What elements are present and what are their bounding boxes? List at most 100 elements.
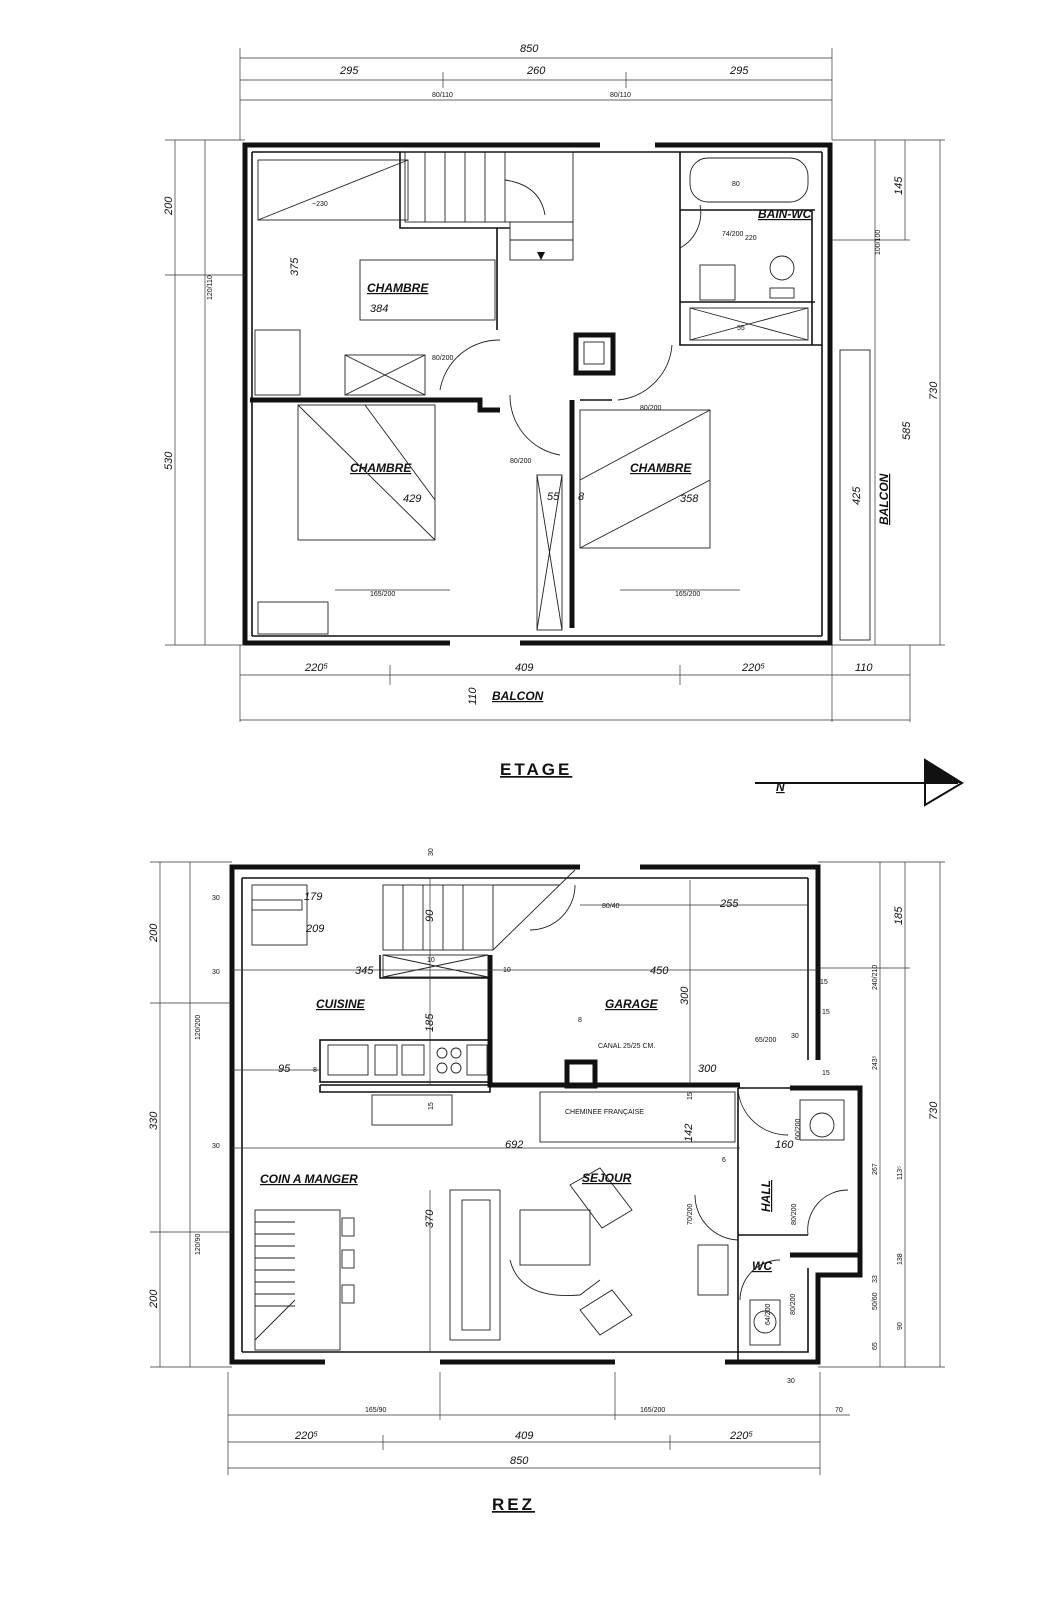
dim-label: 70/200 bbox=[687, 1203, 694, 1225]
rez-dining-table bbox=[254, 1209, 355, 1351]
rez-dim-bottom-right: 220⁵ bbox=[729, 1430, 753, 1442]
dim-label: 160 bbox=[775, 1139, 794, 1151]
etage-balcon-south: BALCON bbox=[492, 689, 544, 703]
etage-door-mark: 74/200 bbox=[722, 231, 744, 238]
rez-walls bbox=[229, 864, 863, 1365]
rez-stair bbox=[382, 869, 576, 978]
room-chambre-2-area: 429 bbox=[403, 493, 421, 505]
etage-dim-mid: 260 bbox=[526, 65, 546, 77]
dim-label: 300 bbox=[698, 1063, 717, 1075]
dim-label: 179 bbox=[304, 891, 322, 903]
etage-dim-balcon-depth: 110 bbox=[467, 687, 479, 705]
dim-label: 60/200 bbox=[795, 1118, 802, 1140]
dim-label: 33 bbox=[872, 1275, 879, 1283]
etage-bathroom: BAIN-WC bbox=[689, 157, 812, 341]
dim-label: 95 bbox=[278, 1063, 291, 1075]
dim-label: 300 bbox=[679, 986, 691, 1005]
dim-label: 345 bbox=[355, 965, 374, 977]
room-chambre-2: CHAMBRE bbox=[350, 461, 412, 475]
dim-label: 80 bbox=[732, 181, 740, 188]
rez-chimney: CHEMINEE FRANÇAISE CANAL 25/25 CM. bbox=[371, 1043, 736, 1143]
etage-window-mark: 100/100 bbox=[875, 230, 882, 255]
dim-label: 30 bbox=[212, 969, 220, 976]
rez-wc-fixtures bbox=[749, 1099, 845, 1346]
room-chambre-1: CHAMBRE bbox=[367, 281, 429, 295]
dim-label: 240/210 bbox=[872, 965, 879, 990]
dim-label: 10 bbox=[503, 967, 511, 974]
room-wc: WC bbox=[752, 1259, 772, 1273]
etage-dim-right-top: 145 bbox=[893, 176, 905, 195]
etage-right-dimensions: 145 730 585 425 BALCON 100/100 bbox=[832, 139, 945, 646]
dim-label: 30 bbox=[212, 1143, 220, 1150]
dim-label: 30 bbox=[212, 895, 220, 902]
rez-left-dimensions: 200 330 200 120/200 120/90 bbox=[148, 861, 232, 1368]
dim-label: 209 bbox=[305, 923, 324, 935]
rez-doors bbox=[529, 884, 849, 1301]
rez-window-mark: 120/90 bbox=[195, 1233, 202, 1255]
etage-title: ETAGE bbox=[500, 760, 572, 779]
dim-label: 30 bbox=[791, 1033, 799, 1040]
rez-dim-bottom-mid: 409 bbox=[515, 1430, 533, 1442]
etage-dim-room: 375 bbox=[289, 257, 301, 276]
dim-label: 267 bbox=[872, 1163, 879, 1175]
etage-dim-bottom-left: 220⁵ bbox=[304, 662, 328, 674]
etage-door-mark: 80/110 bbox=[610, 92, 631, 99]
rez-dim-bottom-side: 70 bbox=[835, 1407, 843, 1414]
dim-label: 450 bbox=[650, 965, 669, 977]
dim-label: 65 bbox=[872, 1342, 879, 1350]
dim-label: 243⁵ bbox=[872, 1055, 879, 1070]
etage-dim-bottom-mid: 409 bbox=[515, 662, 533, 674]
etage-interior-dims: ~230 80 220 55 55 8 80/200 80/200 80/200… bbox=[312, 181, 757, 598]
dim-label: 64/200 bbox=[765, 1303, 772, 1325]
rez-window-mark: 165/200 bbox=[640, 1407, 665, 1414]
rez-room-labels: CUISINE GARAGE COIN A MANGER SEJOUR HALL… bbox=[260, 997, 773, 1273]
etage-door-mark: 80/200 bbox=[640, 405, 662, 412]
room-chambre-1-area: 384 bbox=[370, 303, 388, 315]
dim-label: 142 bbox=[683, 1124, 695, 1142]
dim-label: ~230 bbox=[312, 201, 328, 208]
room-bain-wc: BAIN-WC bbox=[758, 207, 812, 221]
dim-label: 80/200 bbox=[791, 1203, 798, 1225]
etage-dim-right: 295 bbox=[729, 65, 749, 77]
dim-label: 255 bbox=[719, 898, 739, 910]
dim-label: 80/200 bbox=[790, 1293, 797, 1315]
etage-dim-total: 850 bbox=[520, 43, 539, 55]
etage-walls bbox=[242, 142, 833, 646]
north-arrow-label: N bbox=[776, 780, 785, 794]
rez-window-mark: 165/90 bbox=[365, 1407, 387, 1414]
dim-label: 30 bbox=[787, 1378, 795, 1385]
dim-label: 15 bbox=[687, 1092, 694, 1100]
dim-label: 50/60 bbox=[872, 1292, 879, 1310]
etage-plan: 850 295 260 295 80/110 80/110 bbox=[163, 43, 945, 779]
etage-dim-right-total: 730 bbox=[928, 381, 940, 400]
rez-dim-right-top: 185 bbox=[893, 906, 905, 925]
dim-label: 8 bbox=[578, 491, 585, 503]
dim-label: 55 bbox=[547, 491, 560, 503]
etage-doors bbox=[439, 204, 702, 456]
dim-label: 185 bbox=[424, 1013, 436, 1032]
etage-balcon-east: BALCON bbox=[877, 473, 891, 525]
room-garage: GARAGE bbox=[605, 997, 659, 1011]
north-arrow-icon: N bbox=[755, 758, 964, 807]
rez-bottom-dimensions: 165/90 165/200 220⁵ 409 220⁵ 850 70 bbox=[227, 1372, 850, 1475]
dim-label: 370 bbox=[424, 1209, 436, 1228]
etage-chimney bbox=[573, 332, 616, 376]
rez-dim-left-top: 200 bbox=[148, 923, 160, 943]
rez-dim-left-mid: 330 bbox=[148, 1111, 160, 1130]
etage-window-mark: 165/200 bbox=[370, 591, 395, 598]
etage-dim-balcon-side: 110 bbox=[855, 662, 873, 674]
rez-right-dimensions: 185 730 240/210 243⁵ 267 113⁵ 138 90 65 … bbox=[818, 861, 945, 1368]
rez-title: REZ bbox=[492, 1495, 535, 1514]
room-hall: HALL bbox=[759, 1180, 773, 1212]
etage-dim-right-mid: 585 bbox=[901, 421, 913, 440]
dim-label: 15 bbox=[822, 1009, 830, 1016]
dim-label: 55 bbox=[737, 325, 745, 332]
etage-dim-left-upper: 200 bbox=[163, 196, 175, 216]
room-coin-a-manger: COIN A MANGER bbox=[260, 1172, 358, 1186]
etage-door-mark: 80/110 bbox=[432, 92, 453, 99]
room-sejour: SEJOUR bbox=[582, 1171, 632, 1185]
rez-window-mark: 120/200 bbox=[195, 1015, 202, 1040]
dim-label: 90 bbox=[897, 1322, 904, 1330]
rez-interior-dims: 179 209 345 450 255 300 300 692 185 95 3… bbox=[212, 848, 830, 1385]
